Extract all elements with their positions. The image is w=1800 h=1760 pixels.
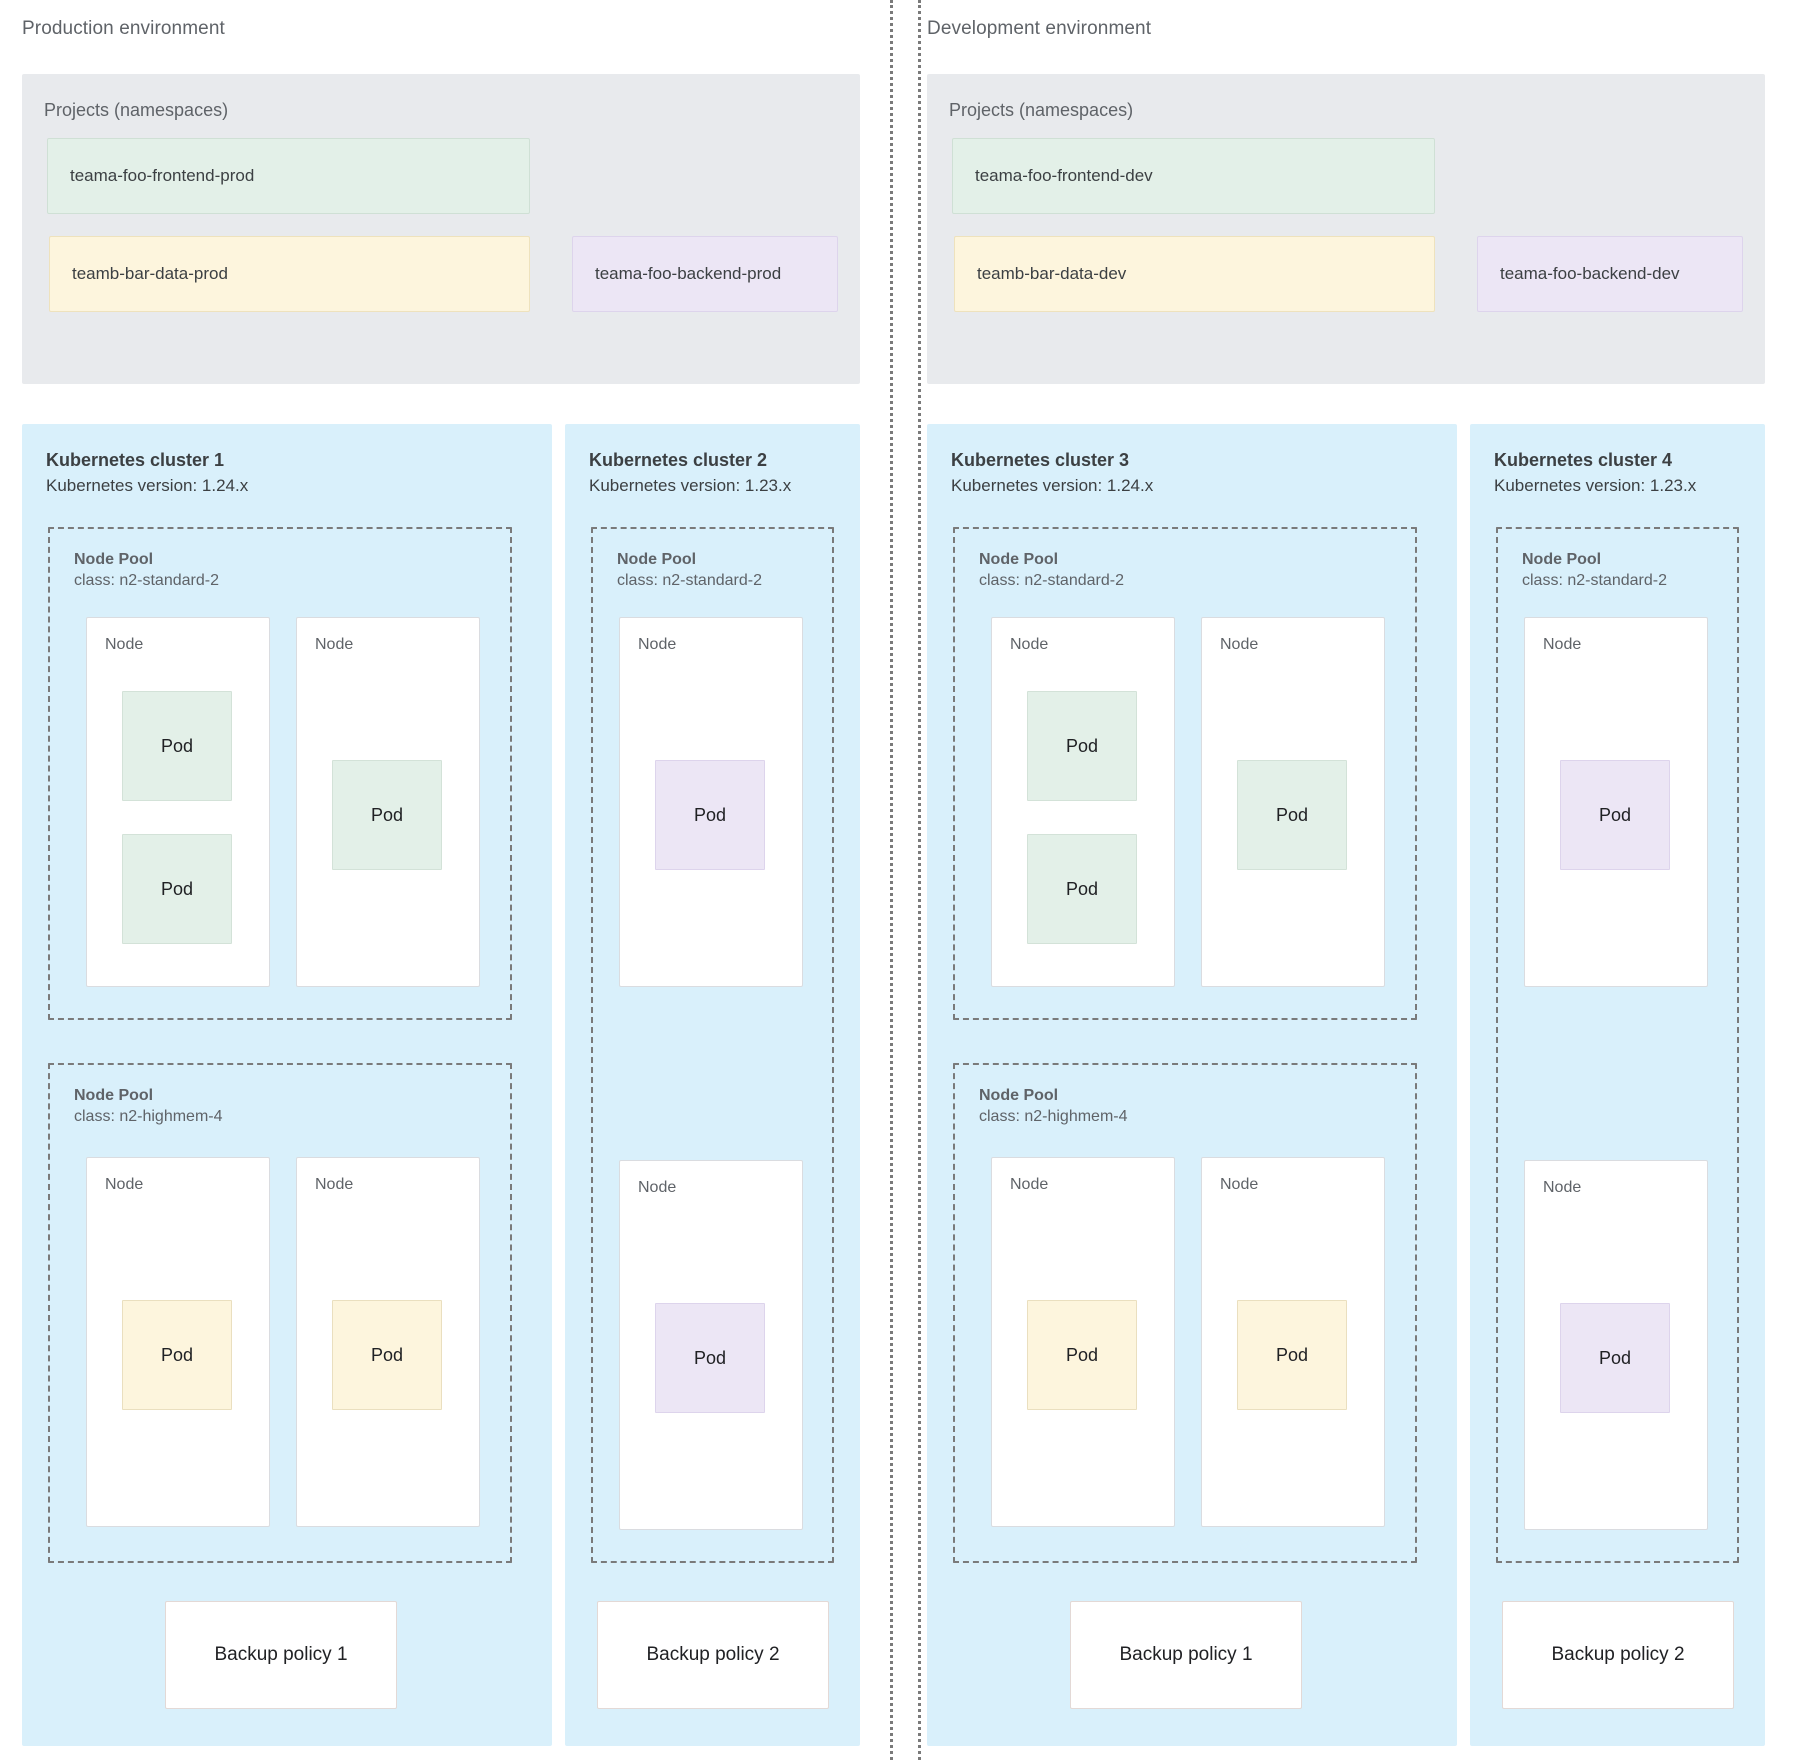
node-label: Node xyxy=(105,1176,144,1193)
namespace-box-teama-foo-frontend-dev[interactable]: teama-foo-frontend-dev xyxy=(952,138,1435,214)
node-pool-class: class: n2-standard-2 xyxy=(617,572,762,589)
node-pool-label: Node Pool xyxy=(979,1087,1059,1104)
backup-policy-box[interactable]: Backup policy 2 xyxy=(1502,1601,1734,1709)
node-label: Node xyxy=(1220,1176,1259,1193)
cluster-title-4: Kubernetes cluster 4 xyxy=(1494,450,1673,470)
node-pool-1-highmem: Node Pool class: n2-highmem-4 Node Pod N… xyxy=(48,1063,512,1563)
backup-policy-box[interactable]: Backup policy 2 xyxy=(597,1601,829,1709)
pod-box[interactable]: Pod xyxy=(1560,760,1670,870)
cluster-version-2: Kubernetes version: 1.23.x xyxy=(589,476,792,495)
cluster-version-3: Kubernetes version: 1.24.x xyxy=(951,476,1154,495)
node-label: Node xyxy=(105,636,144,653)
environment-development: Development environment Projects (namesp… xyxy=(905,0,1800,1760)
pod-box[interactable]: Pod xyxy=(122,691,232,801)
node-pool-2-standard: Node Pool class: n2-standard-2 Node Pod … xyxy=(591,527,834,1563)
node-label: Node xyxy=(638,1179,677,1196)
node-box[interactable]: Node Pod xyxy=(1201,617,1385,987)
pod-box[interactable]: Pod xyxy=(122,834,232,944)
namespace-box-teama-foo-frontend-prod[interactable]: teama-foo-frontend-prod xyxy=(47,138,530,214)
node-label: Node xyxy=(1543,636,1582,653)
node-pool-label: Node Pool xyxy=(74,1087,154,1104)
pod-box[interactable]: Pod xyxy=(332,1300,442,1410)
backup-policy-box[interactable]: Backup policy 1 xyxy=(165,1601,397,1709)
node-pool-1-standard: Node Pool class: n2-standard-2 Node Pod … xyxy=(48,527,512,1020)
node-box[interactable]: Node Pod Pod xyxy=(991,617,1175,987)
pod-box[interactable]: Pod xyxy=(1027,691,1137,801)
node-pool-4-standard: Node Pool class: n2-standard-2 Node Pod … xyxy=(1496,527,1739,1563)
cluster-panel-2[interactable]: Kubernetes cluster 2 Kubernetes version:… xyxy=(565,424,860,1746)
namespace-box-teama-foo-backend-prod[interactable]: teama-foo-backend-prod xyxy=(572,236,838,312)
cluster-title-1: Kubernetes cluster 1 xyxy=(46,450,225,470)
environment-title-development: Development environment xyxy=(927,18,1152,39)
node-pool-class: class: n2-standard-2 xyxy=(74,572,219,589)
node-pool-label: Node Pool xyxy=(1522,551,1602,568)
cluster-panel-4[interactable]: Kubernetes cluster 4 Kubernetes version:… xyxy=(1470,424,1765,1746)
projects-label-development: Projects (namespaces) xyxy=(949,100,1134,120)
node-label: Node xyxy=(1543,1179,1582,1196)
node-pool-3-highmem: Node Pool class: n2-highmem-4 Node Pod N… xyxy=(953,1063,1417,1563)
cluster-version-4: Kubernetes version: 1.23.x xyxy=(1494,476,1697,495)
pod-box[interactable]: Pod xyxy=(1560,1303,1670,1413)
pod-box[interactable]: Pod xyxy=(332,760,442,870)
node-box[interactable]: Node Pod Pod xyxy=(86,617,270,987)
pod-box[interactable]: Pod xyxy=(1027,1300,1137,1410)
pod-box[interactable]: Pod xyxy=(1237,760,1347,870)
node-label: Node xyxy=(315,1176,354,1193)
node-label: Node xyxy=(1010,636,1049,653)
node-pool-class: class: n2-standard-2 xyxy=(1522,572,1667,589)
node-box[interactable]: Node Pod xyxy=(296,617,480,987)
node-box[interactable]: Node Pod xyxy=(1524,1160,1708,1530)
node-box[interactable]: Node Pod xyxy=(619,1160,803,1530)
projects-panel-production: Projects (namespaces) teama-foo-frontend… xyxy=(22,74,860,384)
node-pool-label: Node Pool xyxy=(617,551,697,568)
node-pool-class: class: n2-highmem-4 xyxy=(74,1108,223,1125)
node-pool-class: class: n2-standard-2 xyxy=(979,572,1124,589)
node-pool-label: Node Pool xyxy=(979,551,1059,568)
node-box[interactable]: Node Pod xyxy=(296,1157,480,1527)
namespace-box-teama-foo-backend-dev[interactable]: teama-foo-backend-dev xyxy=(1477,236,1743,312)
pod-box[interactable]: Pod xyxy=(655,760,765,870)
cluster-title-2: Kubernetes cluster 2 xyxy=(589,450,768,470)
node-pool-label: Node Pool xyxy=(74,551,154,568)
node-label: Node xyxy=(638,636,677,653)
cluster-panel-3[interactable]: Kubernetes cluster 3 Kubernetes version:… xyxy=(927,424,1457,1746)
environment-title-production: Production environment xyxy=(22,18,225,39)
cluster-panel-1[interactable]: Kubernetes cluster 1 Kubernetes version:… xyxy=(22,424,552,1746)
backup-policy-box[interactable]: Backup policy 1 xyxy=(1070,1601,1302,1709)
projects-panel-development: Projects (namespaces) teama-foo-frontend… xyxy=(927,74,1765,384)
pod-box[interactable]: Pod xyxy=(1237,1300,1347,1410)
cluster-version-1: Kubernetes version: 1.24.x xyxy=(46,476,249,495)
pod-box[interactable]: Pod xyxy=(1027,834,1137,944)
namespace-box-teamb-bar-data-prod[interactable]: teamb-bar-data-prod xyxy=(49,236,530,312)
cluster-title-3: Kubernetes cluster 3 xyxy=(951,450,1130,470)
node-box[interactable]: Node Pod xyxy=(619,617,803,987)
node-label: Node xyxy=(315,636,354,653)
node-box[interactable]: Node Pod xyxy=(1524,617,1708,987)
node-label: Node xyxy=(1220,636,1259,653)
node-pool-3-standard: Node Pool class: n2-standard-2 Node Pod … xyxy=(953,527,1417,1020)
pod-box[interactable]: Pod xyxy=(655,1303,765,1413)
namespace-box-teamb-bar-data-dev[interactable]: teamb-bar-data-dev xyxy=(954,236,1435,312)
node-pool-class: class: n2-highmem-4 xyxy=(979,1108,1128,1125)
environment-divider-right xyxy=(918,0,921,1760)
node-box[interactable]: Node Pod xyxy=(1201,1157,1385,1527)
environment-production: Production environment Projects (namespa… xyxy=(0,0,895,1760)
node-box[interactable]: Node Pod xyxy=(991,1157,1175,1527)
node-label: Node xyxy=(1010,1176,1049,1193)
environment-divider-left xyxy=(890,0,893,1760)
node-box[interactable]: Node Pod xyxy=(86,1157,270,1527)
projects-label-production: Projects (namespaces) xyxy=(44,100,229,120)
pod-box[interactable]: Pod xyxy=(122,1300,232,1410)
